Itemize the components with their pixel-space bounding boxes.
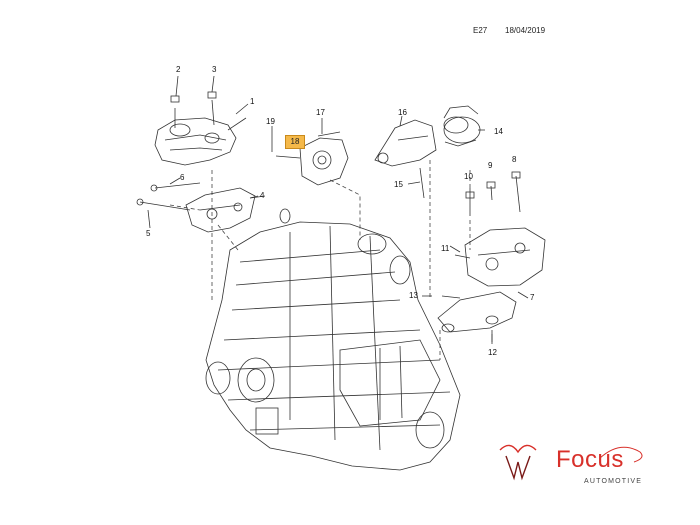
bushing-part-14: [443, 105, 481, 147]
callout-5: 5: [146, 229, 151, 238]
brand-logo-subtitle: AUTOMOTIVE: [584, 478, 643, 485]
callout-9: 9: [488, 161, 493, 170]
callout-16: 16: [398, 108, 407, 117]
diagram-date: 18/04/2019: [505, 26, 546, 35]
callout-7: 7: [530, 293, 535, 302]
callout-17: 17: [316, 108, 325, 117]
torque-arm-part-16: [374, 119, 437, 199]
callout-6: 6: [180, 173, 185, 182]
callout-pointers: [147, 75, 529, 344]
callout-10: 10: [464, 172, 473, 181]
callout-15: 15: [394, 180, 403, 189]
callout-2: 2: [176, 65, 181, 74]
mount-bracket-upper-left: [154, 91, 247, 166]
callout-8: 8: [512, 155, 517, 164]
callout-4: 4: [260, 191, 265, 200]
mount-bracket-right: [454, 227, 546, 287]
callout-11: 11: [441, 244, 450, 253]
callout-12: 12: [488, 348, 497, 357]
engine-block: [205, 208, 461, 471]
highlight-marker: [285, 135, 305, 149]
damper-part-18: [275, 131, 349, 186]
callout-1: 1: [250, 97, 255, 106]
callout-labels: 1 2 3 4 5 6 7 8 9 10 11 12 13 14 15 16 1…: [146, 65, 535, 357]
callout-14: 14: [494, 127, 503, 136]
bolt-parts-6-5: [136, 182, 201, 211]
callout-18-highlighted: 18: [290, 137, 300, 146]
focus-logo-icon: [499, 444, 643, 481]
brand-logo-text: Focus: [556, 446, 624, 473]
lower-mount-part-12: [437, 291, 517, 342]
bolt-parts-8-9-10: [465, 171, 521, 216]
callout-13: 13: [409, 291, 418, 300]
callout-19: 19: [266, 117, 275, 126]
diagram-code: E27: [473, 26, 488, 35]
mount-bracket-lower-left: [185, 187, 266, 233]
assembly-leader-lines: [169, 160, 471, 360]
callout-3: 3: [212, 65, 217, 74]
